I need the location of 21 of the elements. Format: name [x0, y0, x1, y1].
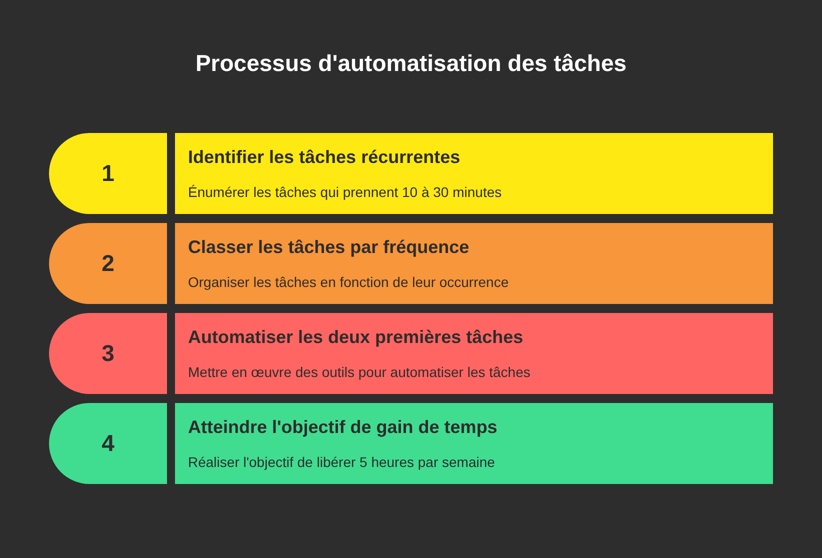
- step-heading: Classer les tâches par fréquence: [188, 237, 470, 258]
- step-number-tab: [49, 223, 167, 304]
- step-number: 3: [102, 340, 114, 367]
- step-number-tab: [49, 403, 167, 484]
- step-description: Énumérer les tâches qui prennent 10 à 30 minutes: [188, 184, 503, 200]
- step-card: [175, 313, 773, 394]
- step-card: [175, 403, 773, 484]
- step-heading: Identifier les tâches récurrentes: [188, 147, 462, 168]
- step-number: 1: [102, 160, 114, 187]
- step-description: Organiser les tâches en fonction de leur occurrence: [188, 274, 510, 290]
- title: Processus d'automatisation des tâches: [194, 50, 628, 77]
- step-number-tab: [49, 133, 167, 214]
- step-description: Réaliser l'objectif de libérer 5 heures par semaine: [188, 454, 496, 470]
- step-card: [175, 133, 773, 214]
- step-description: Mettre en œuvre des outils pour automatiser les tâches: [188, 364, 532, 380]
- step-number: 2: [102, 250, 114, 277]
- step-card: [175, 223, 773, 304]
- step-heading: Automatiser les deux premières tâches: [188, 327, 524, 348]
- step-number: 4: [102, 430, 114, 457]
- step-heading: Atteindre l'objectif de gain de temps: [188, 417, 498, 438]
- step-number-tab: [49, 313, 167, 394]
